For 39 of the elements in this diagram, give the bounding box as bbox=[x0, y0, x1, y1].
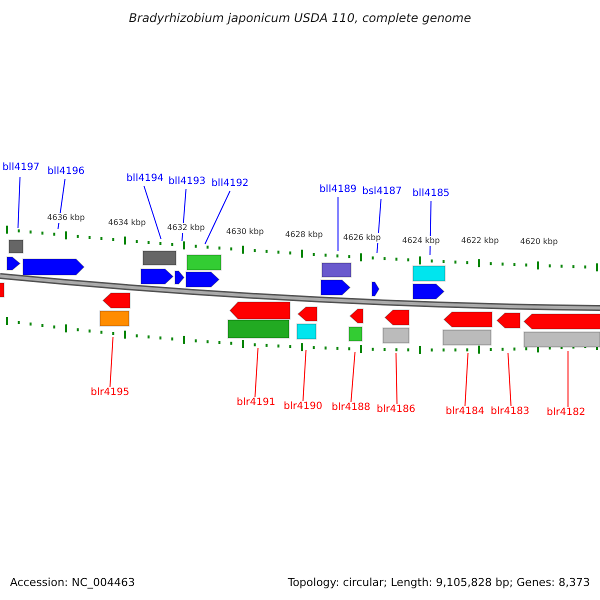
leader-line bbox=[144, 186, 162, 240]
scale-label: 4622 kbp bbox=[461, 236, 499, 246]
gene-label: blr4191 bbox=[236, 397, 276, 409]
footer-text: Topology: circular; Length: 9,105,828 bp; Genes: 8,373 bbox=[288, 576, 590, 590]
genome-map-drawing bbox=[0, 226, 600, 354]
gene-label: blr4184 bbox=[446, 406, 484, 418]
gene-label: bll4185 bbox=[412, 188, 450, 200]
scale-label: 4636 kbp bbox=[47, 213, 85, 223]
title: Bradyrhizobium japonicum USDA 110, complete genome bbox=[128, 10, 472, 27]
scale-label: 4634 kbp bbox=[108, 218, 146, 228]
footer-text: Accession: NC_004463 bbox=[10, 576, 136, 590]
gene-label: bll4194 bbox=[126, 173, 164, 185]
leader-line bbox=[204, 190, 230, 244]
leader-line bbox=[396, 352, 398, 404]
gene-label: blr4186 bbox=[376, 404, 416, 416]
gene-label: blr4183 bbox=[490, 406, 530, 418]
leader-line bbox=[110, 336, 114, 388]
leader-line bbox=[508, 352, 512, 406]
leader-line bbox=[302, 350, 306, 402]
gene-label: bll4196 bbox=[47, 166, 85, 178]
gene-label: bsl4187 bbox=[362, 186, 402, 198]
gene-label: blr4188 bbox=[332, 402, 370, 414]
gene-label: blr4182 bbox=[546, 407, 586, 419]
gene-label: bll4192 bbox=[211, 178, 249, 190]
gene-label: blr4195 bbox=[90, 387, 130, 399]
leader-line bbox=[18, 176, 20, 228]
scale-label: 4628 kbp bbox=[285, 230, 323, 240]
leader-line bbox=[350, 352, 356, 402]
gene-label: blr4190 bbox=[284, 401, 322, 413]
scale-label: 4626 kbp bbox=[343, 233, 381, 243]
gene-label: bll4193 bbox=[168, 176, 206, 188]
scale-label: 4632 kbp bbox=[167, 223, 205, 233]
gene-label: bll4197 bbox=[2, 162, 40, 174]
leader-line bbox=[254, 348, 258, 398]
scale-label: 4624 kbp bbox=[402, 236, 440, 246]
gene-label: bll4189 bbox=[319, 184, 357, 196]
scale-label: 4630 kbp bbox=[226, 227, 264, 237]
leader-line bbox=[464, 352, 468, 406]
scale-label: 4620 kbp bbox=[520, 237, 558, 247]
